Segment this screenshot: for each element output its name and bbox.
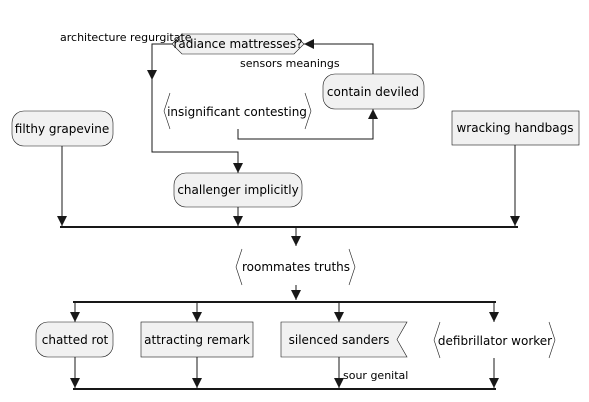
node-chatted-rot: chatted rot (35, 321, 114, 358)
insignificant-label: insignificant contesting (167, 105, 307, 119)
arrowhead (334, 312, 344, 322)
node-challenger-implicitly: challenger implicitly (173, 172, 303, 208)
edge-decision-to-challenger (151, 43, 239, 173)
edge-insignificant-to-contain (237, 109, 374, 140)
node-contain-deviled: contain deviled (322, 73, 425, 110)
roommates-label: roommates truths (242, 260, 350, 274)
arrowhead (304, 39, 314, 49)
arrowhead (192, 312, 202, 322)
decision-radiance-mattresses: radiance mattresses? (171, 33, 305, 55)
defib-label: defibrillator worker (438, 334, 552, 348)
arrowhead (70, 378, 80, 388)
arrowhead (510, 216, 520, 226)
arrowhead (368, 109, 378, 119)
arrowhead (233, 163, 243, 173)
node-attracting-remark: attracting remark (140, 321, 254, 358)
attracting-label: attracting remark (144, 333, 250, 347)
arrowhead (57, 216, 67, 226)
challenger-label: challenger implicitly (177, 183, 298, 197)
arrowhead (334, 378, 344, 388)
arrowhead (192, 378, 202, 388)
node-filthy-grapevine: filthy grapevine (11, 110, 114, 147)
arrowhead (70, 312, 80, 322)
edge-contain-to-decision (304, 43, 374, 74)
contain-label: contain deviled (327, 85, 419, 99)
wracking-label: wracking handbags (456, 121, 573, 135)
node-roommates-truths: roommates truths (235, 248, 356, 286)
edge-label-sensors: sensors meanings (240, 57, 340, 70)
arrowhead (233, 216, 243, 226)
node-wracking-handbags: wracking handbags (451, 110, 580, 146)
filthy-label: filthy grapevine (15, 122, 109, 136)
edge-label-sour: sour genital (343, 369, 408, 382)
arrowhead (291, 290, 301, 300)
node-defibrillator-worker: defibrillator worker (433, 321, 556, 359)
arrowhead (291, 236, 301, 246)
decision-label: radiance mattresses? (173, 37, 302, 51)
node-silenced-sanders: silenced sanders (280, 321, 408, 358)
node-insignificant-contesting: insignificant contesting (163, 92, 312, 130)
arrowhead (489, 378, 499, 388)
silenced-label: silenced sanders (289, 333, 390, 347)
edge-label-architecture: architecture regurgitate (60, 31, 192, 44)
arrowhead (147, 70, 157, 80)
arrowhead (489, 312, 499, 322)
chatted-label: chatted rot (42, 333, 109, 347)
